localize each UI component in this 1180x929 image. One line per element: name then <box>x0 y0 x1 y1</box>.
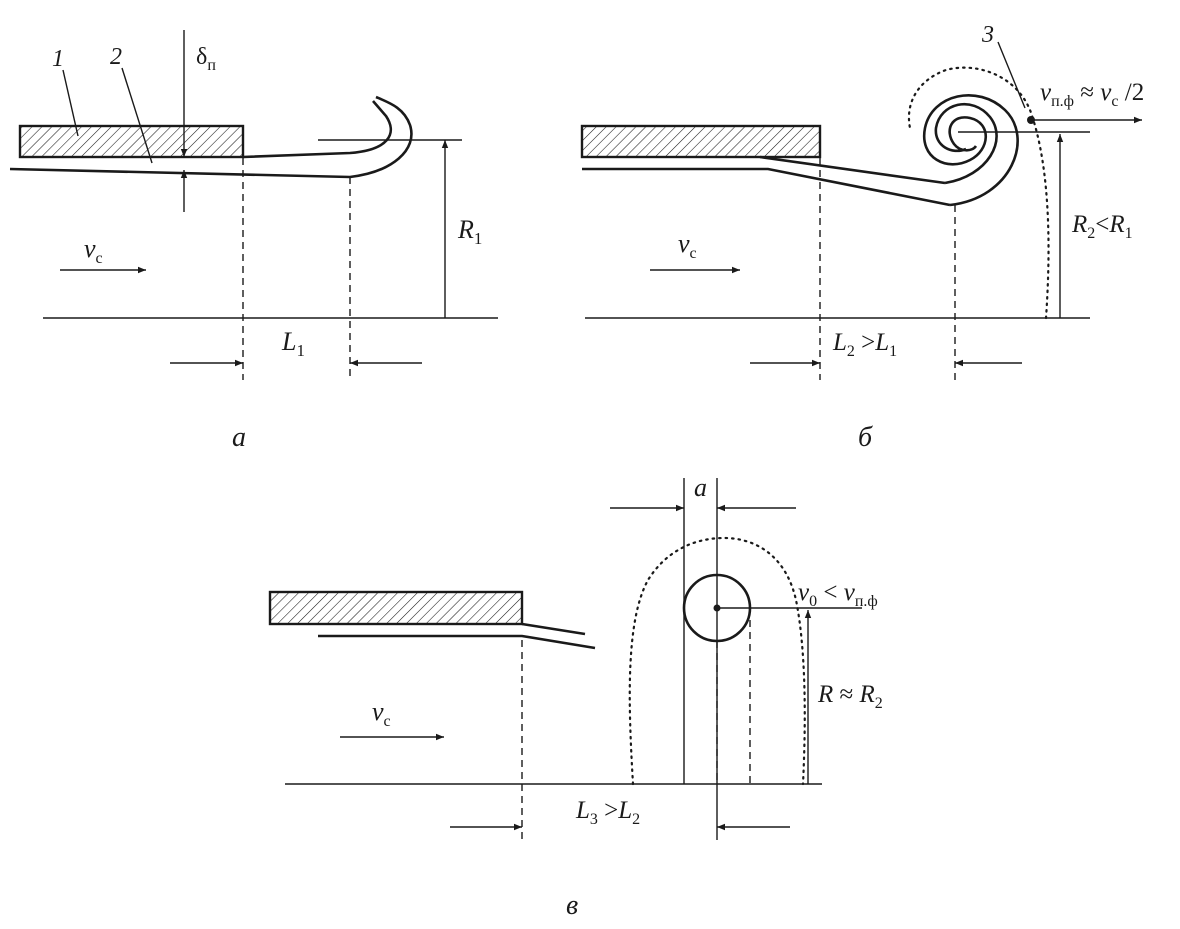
caption-a: а <box>232 422 246 453</box>
label-l3: L3 >L2 <box>575 797 640 828</box>
caption-c: в <box>566 890 578 921</box>
spiral-roll <box>922 94 1019 207</box>
plate-c <box>268 590 524 626</box>
film-b-lower <box>582 167 951 207</box>
label-r1: R1 <box>457 215 482 248</box>
label-r-c: R ≈ R2 <box>817 681 883 712</box>
trajectory-3 <box>907 66 1050 320</box>
plate-1 <box>18 124 245 159</box>
label-velocity-c: v0 < vп.ф <box>798 579 878 610</box>
label-part-1: 1 <box>52 46 64 72</box>
label-velocity-b: vп.ф ≈ vc /2 <box>1040 79 1144 110</box>
film-c-upper <box>521 622 586 636</box>
film-2-upper <box>242 100 392 159</box>
panel-b: 3 vп.ф ≈ vc /2 vc R2<R1 L2 >L1 б <box>580 22 1144 453</box>
spiral-roll-inner <box>934 102 998 185</box>
label-part-2: 2 <box>110 44 122 70</box>
plate-b <box>580 124 822 159</box>
label-l1: L1 <box>281 327 305 360</box>
film-b-upper <box>759 155 946 185</box>
label-flow-c: vc <box>372 697 391 730</box>
film-2-lower <box>9 95 413 179</box>
label-flow-b: vc <box>678 229 697 262</box>
label-part-3: 3 <box>981 22 994 48</box>
leader-1 <box>62 69 79 137</box>
label-delta: δп <box>196 44 216 74</box>
label-flow-a: vc <box>84 234 103 267</box>
label-gap-a: a <box>694 473 707 502</box>
film-c-lower <box>318 634 596 650</box>
caption-b: б <box>858 422 873 453</box>
label-r2: R2<R1 <box>1071 211 1133 242</box>
leader-2 <box>121 67 153 164</box>
label-l2: L2 >L1 <box>832 329 897 360</box>
panel-a: 1 2 δп vc R1 L1 а <box>9 30 498 453</box>
leader-3 <box>997 41 1026 109</box>
panel-c: a v0 < vп.ф R ≈ R2 vc L3 >L2 в <box>268 473 883 921</box>
